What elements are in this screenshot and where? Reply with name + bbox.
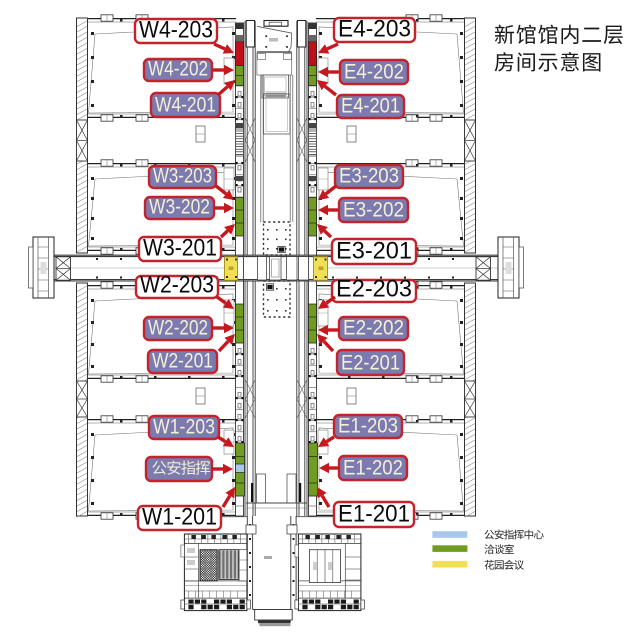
svg-text:E2-201: E2-201 [341, 352, 400, 375]
svg-text:W1-203: W1-203 [153, 416, 215, 439]
svg-text:E2-203: E2-203 [336, 276, 412, 303]
svg-text:W4-203: W4-203 [139, 17, 213, 44]
svg-text:W4-201: W4-201 [155, 94, 216, 117]
svg-text:W1-201: W1-201 [142, 504, 217, 531]
svg-text:E3-202: E3-202 [343, 199, 404, 222]
svg-text:W2-201: W2-201 [152, 350, 213, 373]
svg-text:W2-202: W2-202 [148, 317, 208, 340]
svg-text:W3-203: W3-203 [153, 165, 212, 188]
svg-text:W2-203: W2-203 [140, 272, 214, 299]
svg-text:E1-202: E1-202 [343, 457, 403, 480]
svg-text:E4-202: E4-202 [344, 61, 404, 84]
svg-text:W3-202: W3-202 [149, 196, 210, 219]
svg-text:E2-202: E2-202 [343, 317, 404, 340]
svg-text:E4-201: E4-201 [341, 95, 400, 118]
svg-text:E1-203: E1-203 [338, 415, 398, 438]
svg-text:E3-201: E3-201 [336, 238, 412, 265]
svg-text:W4-202: W4-202 [148, 58, 208, 81]
svg-text:W3-201: W3-201 [143, 235, 217, 262]
svg-text:E4-203: E4-203 [338, 16, 411, 43]
svg-text:E1-201: E1-201 [338, 501, 410, 528]
svg-text:E3-203: E3-203 [339, 165, 399, 188]
